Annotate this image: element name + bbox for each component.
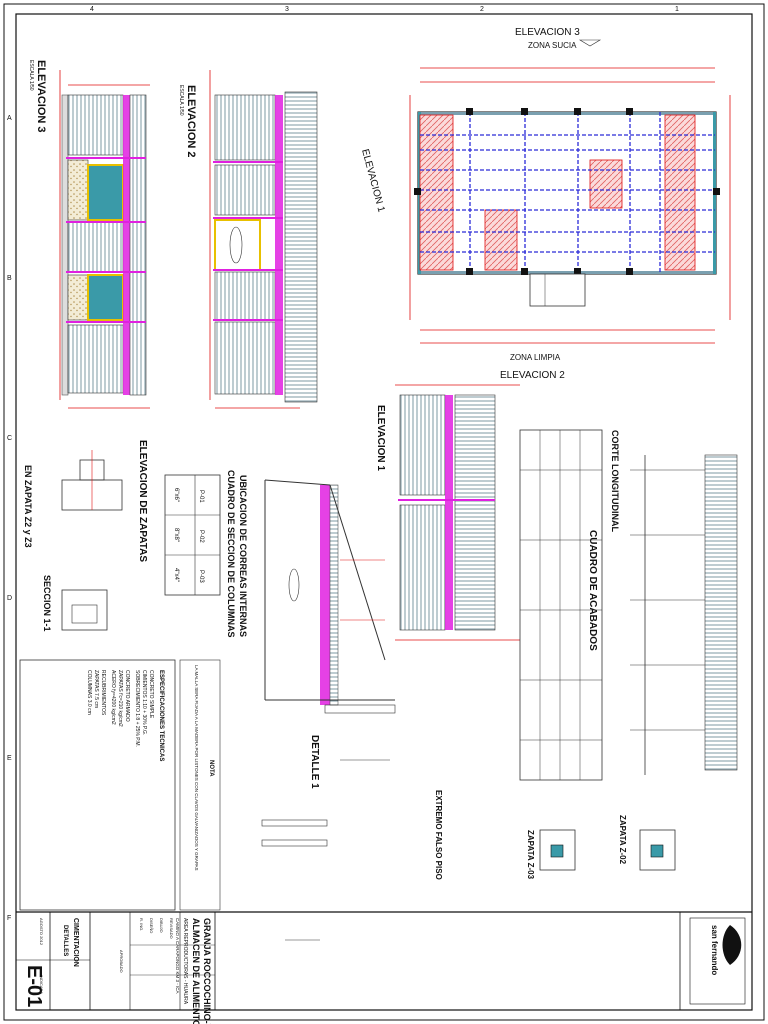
project-name: GRANJA ROCCOCHINO-VI bbox=[202, 918, 212, 1024]
company-name: san fernando bbox=[710, 925, 719, 975]
grid-references: 4 3 2 1 A B C D E F bbox=[7, 6, 679, 922]
elevation-1-title: ELEVACION 1 bbox=[375, 405, 386, 471]
elevation-3-title: ELEVACION 3 bbox=[35, 60, 47, 133]
col-type-1: P-01 bbox=[198, 490, 204, 503]
elevation-zapatas-title: ELEVACION DE ZAPATAS bbox=[137, 440, 148, 562]
spec-line: CONCRETO SIMPLE bbox=[148, 670, 154, 719]
grid-letter: B bbox=[7, 275, 12, 282]
sheet-number: E-01 bbox=[23, 965, 45, 1007]
zapata-z3-plan bbox=[539, 829, 576, 871]
elevation-1-view: ELEVACION 1 bbox=[375, 384, 520, 641]
col-size-3: 4"x4" bbox=[173, 568, 179, 582]
elevation-2-label: ELEVACION 2 bbox=[500, 370, 565, 381]
col-type-2: P-02 bbox=[198, 530, 204, 543]
spec-line: ZAPATAS f'c=210 kg/cm2 bbox=[117, 670, 123, 727]
detail-1-post bbox=[261, 704, 396, 941]
corte-longitudinal-title: CORTE LONGITUDINAL bbox=[610, 430, 620, 532]
nota-line: LA MALLA SERA FIJADA A LA MADERA POR LIS… bbox=[194, 665, 199, 871]
nota-title: NOTA bbox=[208, 760, 214, 777]
date-value: AGOSTO 2012 bbox=[39, 918, 44, 946]
col-size-1: 6"x6" bbox=[173, 488, 179, 502]
elevation-3-view: ELEVACION 3 ESCALA 1/50 bbox=[28, 60, 150, 409]
field-label: DIBUJO bbox=[159, 918, 164, 933]
elevation-2-view: ELEVACION 2 ESCALA 1/50 bbox=[178, 70, 318, 409]
field-label: R. ING. bbox=[139, 918, 144, 931]
floor-plan: ELEVACION 3 ZONA SUCIA bbox=[359, 27, 731, 381]
field-label: APROBADO bbox=[119, 950, 124, 973]
company-logo-mark bbox=[722, 925, 742, 965]
grid-letter: E bbox=[7, 755, 12, 762]
cuadro-acabados-title: CUADRO DE ACABADOS bbox=[587, 530, 598, 651]
grid-number: 2 bbox=[480, 6, 484, 13]
spec-line: ZAPATAS 7.5 cm bbox=[93, 670, 99, 708]
col-type-3: P-03 bbox=[198, 570, 204, 583]
grid-number: 1 bbox=[675, 6, 679, 13]
zona-sucia-label: ZONA SUCIA bbox=[528, 41, 577, 50]
zapata-z3-title: ZAPATA Z-03 bbox=[526, 830, 535, 880]
columns-table: P-01 P-02 P-03 6"x6" 8"x8" 4"x4" bbox=[164, 474, 221, 596]
section-1-1 bbox=[61, 589, 108, 631]
specs-title: ESPECIFICACIONES TECNICAS bbox=[158, 670, 164, 761]
elevation-3-scale: ESCALA 1/50 bbox=[28, 60, 34, 91]
spec-line: COLUMNAS 3.0 cm bbox=[86, 670, 92, 715]
grid-letter: D bbox=[7, 595, 12, 602]
zona-limpia-label: ZONA LIMPIA bbox=[510, 353, 561, 362]
address-text: CAMINO A CARAPONGO KM 3 - ICA bbox=[175, 918, 180, 994]
zapata-z2-title: ZAPATA Z-02 bbox=[618, 815, 627, 865]
seccion-title: SECCION 1-1 bbox=[42, 575, 52, 632]
elevation-1-plan-label: ELEVACION 1 bbox=[359, 148, 387, 214]
outer-border bbox=[3, 3, 765, 1021]
sheet-subtitle: DETALLES bbox=[62, 925, 68, 956]
grid-number: 4 bbox=[90, 6, 94, 13]
field-label: REVISADO bbox=[169, 918, 174, 939]
ubicacion-correas-title: UBICACION DE CORREAS INTERNAS bbox=[238, 475, 248, 637]
spec-line: CONCRETO ARMADO bbox=[124, 670, 130, 722]
detalle-1-title: DETALLE 1 bbox=[309, 735, 320, 789]
elevation-2-scale: ESCALA 1/50 bbox=[178, 85, 184, 116]
sheet-title: CIMENTACION bbox=[72, 918, 79, 967]
spec-line: ACERO fy=4200 kg/cm2 bbox=[110, 670, 116, 725]
inner-border bbox=[15, 13, 753, 1011]
spec-line: SOBRECIMIENTO 1:8 + 25% P.M. bbox=[134, 670, 140, 747]
field-label: DISEÑO bbox=[149, 918, 154, 933]
elevation-3-label: ELEVACION 3 bbox=[515, 27, 580, 38]
scale-value: INDICADA bbox=[39, 975, 44, 994]
title-block: E-01 CIMENTACION DETALLES INDICADA AGOST… bbox=[16, 911, 752, 1024]
cuadro-columnas-title: CUADRO DE SECCION DE COLUMNAS bbox=[226, 470, 236, 638]
grid-letter: F bbox=[7, 915, 11, 922]
notes-box: ESPECIFICACIONES TECNICAS CONCRETO SIMPL… bbox=[19, 659, 221, 911]
grid-letter: A bbox=[7, 115, 12, 122]
location-text: AREA REPRODUCTORAS - HUAURA bbox=[182, 918, 188, 1005]
grid-letter: C bbox=[7, 435, 12, 442]
spec-line: CIMIENTOS 1:10 + 30% P.G. bbox=[141, 670, 147, 735]
zapata-z2-plan bbox=[639, 829, 676, 871]
grid-number: 3 bbox=[285, 6, 289, 13]
extremo-falso-piso-title: EXTREMO FALSO PISO bbox=[434, 790, 443, 880]
longitudinal-section bbox=[630, 454, 738, 775]
footing-elevation bbox=[61, 450, 123, 511]
truss-section-view bbox=[264, 479, 395, 706]
finishes-table bbox=[519, 429, 603, 781]
col-size-2: 8"x8" bbox=[173, 528, 179, 542]
elevation-2-title: ELEVACION 2 bbox=[185, 85, 197, 158]
subproject-name: ALMACEN DE ALIMENTO bbox=[191, 918, 201, 1024]
spec-line: RECUBRIMIENTOS bbox=[100, 670, 106, 716]
en-zapata-label: EN ZAPATA Z2 y Z3 bbox=[23, 465, 33, 548]
